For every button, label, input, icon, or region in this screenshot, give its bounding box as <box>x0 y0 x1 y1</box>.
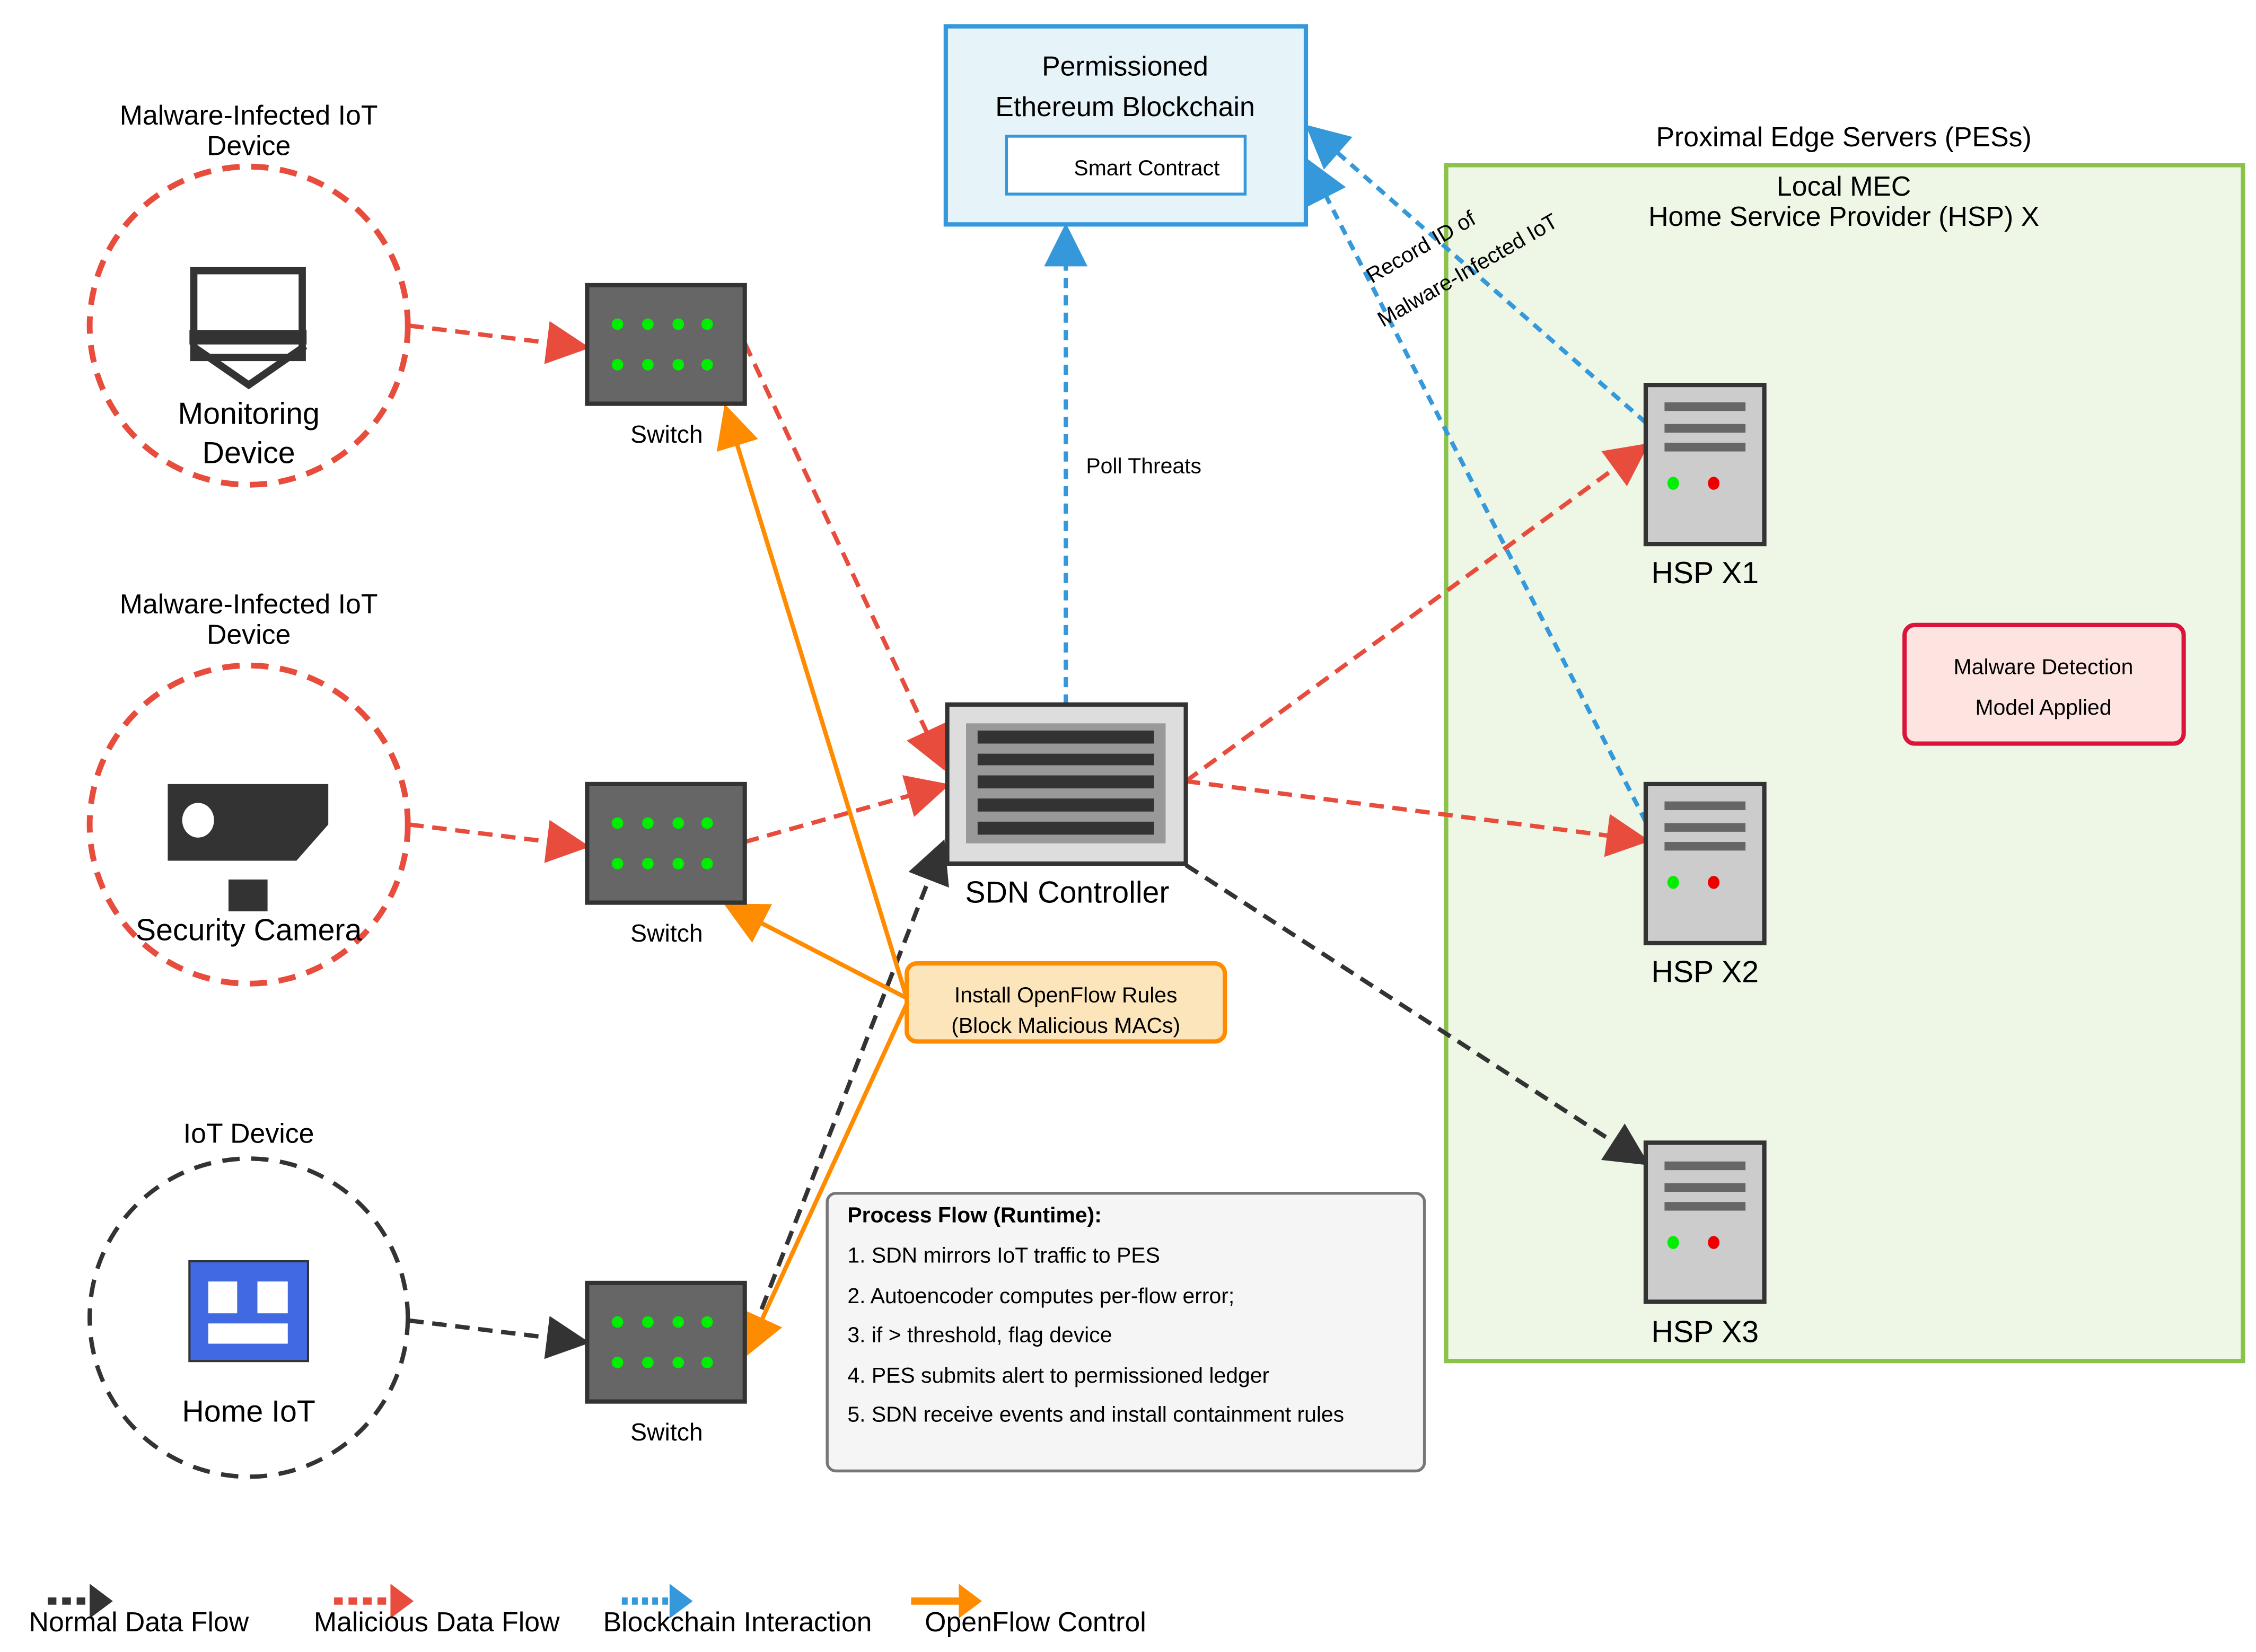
server-rack-icon <box>1664 402 1746 452</box>
model-box-line2: Model Applied <box>1976 695 2112 719</box>
legend-label: Blockchain Interaction <box>603 1606 872 1637</box>
device-name-line2: Device <box>203 436 295 470</box>
status-led-green <box>1667 876 1679 889</box>
status-led-red <box>1708 477 1720 490</box>
device-name-line1: Monitoring <box>178 397 319 431</box>
sdn-controller-label: SDN Controller <box>965 876 1169 910</box>
edge-sdn-to-hsp1 <box>1184 443 1649 783</box>
server-label: HSP X2 <box>1651 955 1759 989</box>
process-step-1: 1. SDN mirrors IoT traffic to PES <box>847 1243 1160 1268</box>
server-rack-icon <box>1664 1161 1746 1211</box>
edge-switch2-to-sdn <box>744 775 950 844</box>
process-step-4: 4. PES submits alert to permissioned led… <box>847 1363 1269 1387</box>
status-led-green <box>1667 1236 1679 1249</box>
security-camera-icon <box>168 784 329 911</box>
server-label: HSP X3 <box>1651 1315 1759 1349</box>
legend-label: OpenFlow Control <box>925 1606 1146 1637</box>
status-led-green <box>1667 477 1679 490</box>
blockchain-title-line2: Ethereum Blockchain <box>995 91 1255 122</box>
device-camera[interactable]: Malware-Infected IoT Device Security Cam… <box>86 588 411 987</box>
poll-threats-label: Poll Threats <box>1086 453 1201 478</box>
led-indicators <box>611 318 713 371</box>
led-indicators <box>611 1316 713 1368</box>
switch-label: Switch <box>630 420 703 448</box>
device-boundary-circle[interactable] <box>86 662 411 987</box>
edge-sdn-to-hsp2 <box>1186 779 1651 857</box>
edge-openflow-to-switch1 <box>716 403 909 999</box>
home-iot-icon <box>188 1260 310 1363</box>
legend-arrowhead-malicious <box>390 1584 414 1619</box>
blockchain-node[interactable]: Permissioned Ethereum Blockchain Smart C… <box>943 24 1309 227</box>
process-step-5: 5. SDN receive events and install contai… <box>847 1402 1344 1427</box>
smart-contract-box[interactable] <box>1005 135 1247 196</box>
process-flow-panel: Process Flow (Runtime): 1. SDN mirrors I… <box>826 1192 1426 1473</box>
switch-label: Switch <box>630 1418 703 1446</box>
server-rack-icon <box>1664 801 1746 851</box>
smart-contract-label: Smart Contract <box>1074 156 1220 180</box>
device-boundary-circle[interactable] <box>86 163 411 488</box>
legend-label: Normal Data Flow <box>29 1606 249 1637</box>
openflow-line1: Install OpenFlow Rules <box>954 983 1178 1007</box>
device-caption-line1: Malware-Infected IoT <box>120 100 378 130</box>
device-monitoring[interactable]: Malware-Infected IoT Device Monitoring D… <box>86 100 411 488</box>
device-caption-line2: Device <box>207 619 291 649</box>
process-flow-title: Process Flow (Runtime): <box>847 1202 1102 1227</box>
model-box-line1: Malware Detection <box>1954 655 2134 679</box>
edge-camera-to-switch2 <box>409 820 590 863</box>
process-step-3: 3. if > threshold, flag device <box>847 1323 1112 1347</box>
server-label: HSP X1 <box>1651 556 1759 590</box>
switch-label: Switch <box>630 919 703 947</box>
legend-item-normal: Normal Data Flow <box>29 1584 249 1637</box>
status-led-red <box>1708 1236 1720 1249</box>
edge-hsp1-to-blockchain <box>1305 125 1647 425</box>
legend-arrowhead-openflow <box>959 1584 982 1619</box>
monitor-icon <box>189 267 308 390</box>
edge-openflow-to-switch3 <box>742 1003 909 1358</box>
edge-switch1-to-sdn <box>742 342 946 771</box>
openflow-rules-box[interactable]: Install OpenFlow Rules (Block Malicious … <box>905 961 1227 1044</box>
legend-item-malicious: Malicious Data Flow <box>314 1584 560 1637</box>
server-hsp-x1[interactable]: HSP X1 <box>1643 383 1767 590</box>
device-caption-line1: Malware-Infected IoT <box>120 588 378 619</box>
device-caption-line1: IoT Device <box>183 1118 314 1148</box>
openflow-line2: (Block Malicious MACs) <box>951 1013 1180 1038</box>
edge-openflow-to-switch2 <box>723 903 908 1000</box>
process-step-2: 2. Autoencoder computes per-flow error; <box>847 1284 1234 1308</box>
edge-monitoring-to-switch1 <box>409 321 590 364</box>
legend-arrowhead-blockchain <box>669 1584 693 1619</box>
edge-hsp2-to-blockchain <box>1306 158 1648 823</box>
pes-inner-title-line2: Home Service Provider (HSP) X <box>1648 201 2039 232</box>
led-indicators <box>611 817 713 869</box>
device-boundary-circle[interactable] <box>87 1156 410 1479</box>
pes-container <box>1444 163 2245 1364</box>
device-name-line1: Home IoT <box>182 1395 315 1429</box>
pes-inner-title-line1: Local MEC <box>1777 171 1911 201</box>
legend-label: Malicious Data Flow <box>314 1606 560 1637</box>
server-hsp-x2[interactable]: HSP X2 <box>1643 781 1767 989</box>
legend-item-openflow: OpenFlow Control <box>911 1584 1146 1637</box>
device-home-iot[interactable]: IoT Device Home IoT <box>87 1118 410 1479</box>
switch-1[interactable]: Switch <box>585 283 747 448</box>
malware-detection-model[interactable]: Malware Detection Model Applied <box>1902 622 2186 746</box>
device-name-line1: Security Camera <box>136 913 362 947</box>
pes-outer-title: Proximal Edge Servers (PESs) <box>1656 121 2031 152</box>
switch-2[interactable]: Switch <box>585 781 747 947</box>
legend-arrowhead-normal <box>90 1584 113 1619</box>
device-caption-line2: Device <box>207 130 291 161</box>
sdn-rack-icon <box>977 730 1154 835</box>
switch-3[interactable]: Switch <box>585 1280 747 1446</box>
legend-item-blockchain: Blockchain Interaction <box>603 1584 872 1637</box>
blockchain-title-line1: Permissioned <box>1042 50 1208 81</box>
edge-home-to-switch3 <box>409 1316 590 1359</box>
server-hsp-x3[interactable]: HSP X3 <box>1643 1140 1767 1349</box>
status-led-red <box>1708 876 1720 889</box>
sdn-controller[interactable]: SDN Controller <box>945 702 1188 910</box>
legend: Normal Data Flow Malicious Data Flow Blo… <box>29 1584 1146 1637</box>
